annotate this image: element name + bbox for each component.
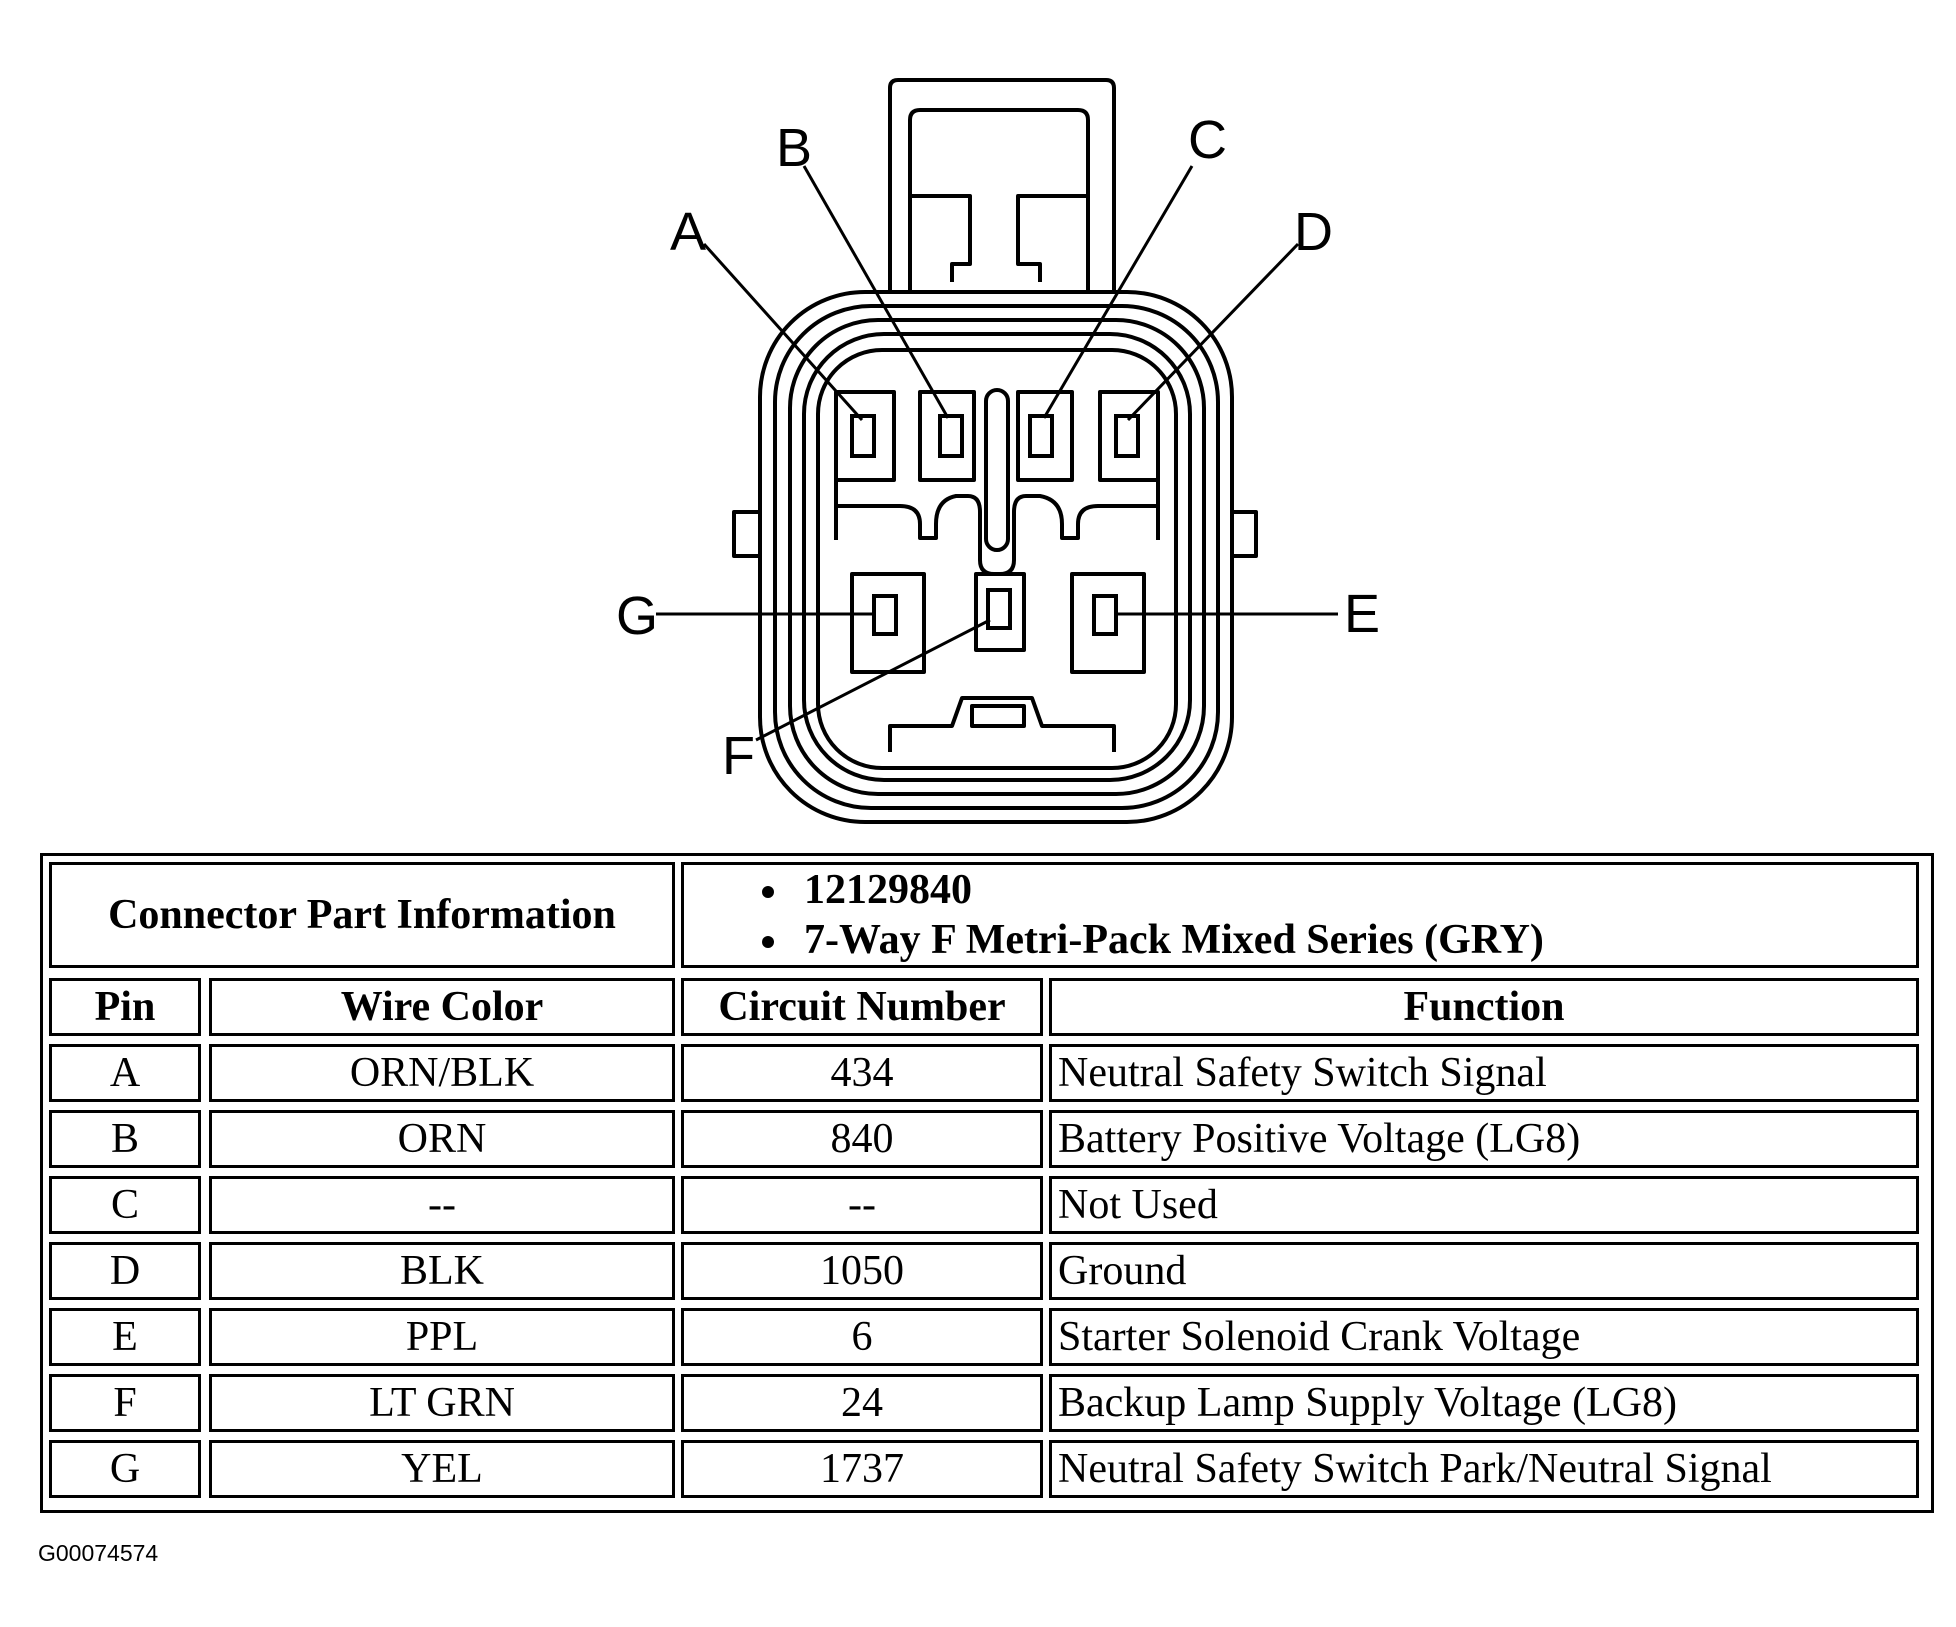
leader-line-a bbox=[702, 242, 864, 422]
pin-label-g: G bbox=[616, 586, 658, 646]
connector-latch bbox=[888, 78, 1116, 292]
header-function: Function bbox=[1049, 978, 1919, 1036]
pin-terminal-b bbox=[938, 414, 964, 458]
leader-line-b bbox=[802, 165, 950, 419]
function-cell: Not Used bbox=[1049, 1176, 1919, 1234]
function-cell: Battery Positive Voltage (LG8) bbox=[1049, 1110, 1919, 1168]
connector-latch-inner bbox=[908, 108, 1090, 290]
circuit-cell: 840 bbox=[681, 1110, 1043, 1168]
pin-label-c: C bbox=[1188, 110, 1227, 170]
pin-terminal-f bbox=[986, 588, 1012, 630]
circuit-cell: 6 bbox=[681, 1308, 1043, 1366]
pin-cell: D bbox=[49, 1242, 201, 1300]
function-cell: Neutral Safety Switch Park/Neutral Signa… bbox=[1049, 1440, 1919, 1498]
wire-color-cell: BLK bbox=[209, 1242, 675, 1300]
pin-cell: E bbox=[49, 1308, 201, 1366]
wire-color-cell: -- bbox=[209, 1176, 675, 1234]
wire-color-cell: PPL bbox=[209, 1308, 675, 1366]
leader-line-f bbox=[755, 618, 991, 742]
part-info-value: 12129840 7-Way F Metri-Pack Mixed Series… bbox=[681, 862, 1919, 968]
side-tab-right bbox=[1232, 510, 1258, 558]
pin-cell: B bbox=[49, 1110, 201, 1168]
pin-cell: G bbox=[49, 1440, 201, 1498]
pin-label-f: F bbox=[722, 726, 755, 786]
wire-color-cell: ORN/BLK bbox=[209, 1044, 675, 1102]
function-cell: Starter Solenoid Crank Voltage bbox=[1049, 1308, 1919, 1366]
wire-color-cell: ORN bbox=[209, 1110, 675, 1168]
circuit-cell: 1737 bbox=[681, 1440, 1043, 1498]
circuit-cell: 1050 bbox=[681, 1242, 1043, 1300]
pin-terminal-g bbox=[872, 594, 898, 636]
header-pin: Pin bbox=[49, 978, 201, 1036]
connector-description: 7-Way F Metri-Pack Mixed Series (GRY) bbox=[762, 915, 1544, 965]
pin-label-d: D bbox=[1294, 202, 1333, 262]
pin-terminal-d bbox=[1114, 414, 1140, 458]
pin-terminal-c bbox=[1028, 414, 1054, 458]
connector-key bbox=[888, 696, 1116, 752]
function-cell: Backup Lamp Supply Voltage (LG8) bbox=[1049, 1374, 1919, 1432]
wire-color-cell: LT GRN bbox=[209, 1374, 675, 1432]
connector-table: Connector Part Information 12129840 7-Wa… bbox=[40, 853, 1934, 1513]
pin-cell: C bbox=[49, 1176, 201, 1234]
pin-cell: A bbox=[49, 1044, 201, 1102]
leader-line-c bbox=[1042, 165, 1194, 419]
pin-label-b: B bbox=[776, 118, 812, 178]
side-tab-left bbox=[732, 510, 760, 558]
pin-terminal-e bbox=[1092, 594, 1118, 636]
part-number: 12129840 bbox=[762, 865, 972, 915]
header-wire-color: Wire Color bbox=[209, 978, 675, 1036]
function-cell: Ground bbox=[1049, 1242, 1919, 1300]
function-cell: Neutral Safety Switch Signal bbox=[1049, 1044, 1919, 1102]
part-info-label: Connector Part Information bbox=[49, 862, 675, 968]
pin-terminal-a bbox=[850, 414, 876, 458]
connector-cavity bbox=[816, 348, 1178, 770]
circuit-cell: 24 bbox=[681, 1374, 1043, 1432]
wire-color-cell: YEL bbox=[209, 1440, 675, 1498]
pin-label-a: A bbox=[670, 202, 706, 262]
figure-id: G00074574 bbox=[38, 1540, 159, 1566]
pin-cell: F bbox=[49, 1374, 201, 1432]
leader-line-d bbox=[1126, 242, 1300, 422]
circuit-cell: -- bbox=[681, 1176, 1043, 1234]
connector-diagram: A B C D E F G bbox=[616, 78, 1380, 824]
header-circuit-number: Circuit Number bbox=[681, 978, 1043, 1036]
circuit-cell: 434 bbox=[681, 1044, 1043, 1102]
pin-label-e: E bbox=[1344, 584, 1380, 644]
